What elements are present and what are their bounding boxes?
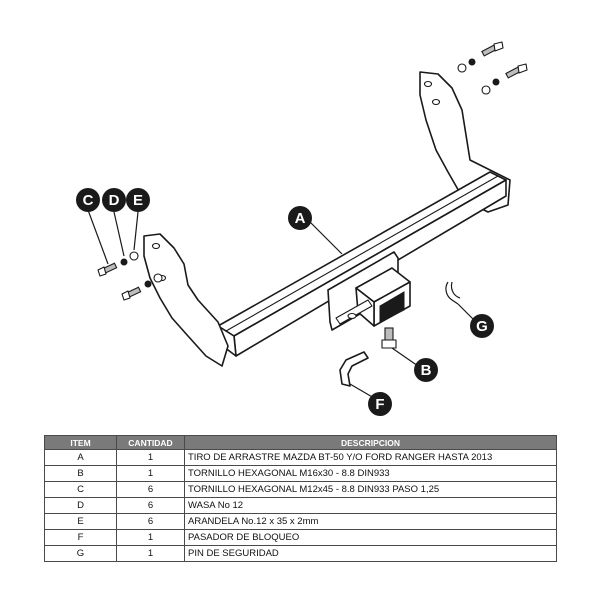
svg-text:E: E: [133, 192, 143, 209]
cell-cantidad: 6: [116, 513, 185, 530]
table-row: A 1 TIRO DE ARRASTRE MAZDA BT-50 Y/O FOR…: [44, 449, 557, 466]
cell-descripcion: PASADOR DE BLOQUEO: [184, 529, 557, 546]
svg-text:B: B: [421, 362, 432, 379]
svg-text:A: A: [295, 210, 306, 227]
svg-text:F: F: [375, 396, 384, 413]
callout-g: G: [470, 314, 494, 338]
table-header-row: ITEM CANTIDAD DESCRIPCION: [44, 435, 557, 450]
cell-descripcion: TIRO DE ARRASTRE MAZDA BT-50 Y/O FORD RA…: [184, 449, 557, 466]
cell-item: A: [44, 449, 117, 466]
cell-cantidad: 1: [116, 529, 185, 546]
main-crossbar: [217, 171, 507, 357]
callout-a: A: [288, 206, 312, 230]
table-row: F 1 PASADOR DE BLOQUEO: [44, 529, 557, 546]
left-fasteners: [97, 251, 163, 301]
cell-descripcion: TORNILLO HEXAGONAL M12x45 - 8.8 DIN933 P…: [184, 481, 557, 498]
cell-cantidad: 1: [116, 465, 185, 482]
top-right-fasteners: [457, 41, 528, 95]
callout-b: B: [414, 358, 438, 382]
cell-cantidad: 6: [116, 481, 185, 498]
header-descripcion: DESCRIPCION: [184, 435, 557, 450]
bolt-m16: [381, 327, 397, 349]
left-mounting-bracket: [143, 233, 229, 367]
cell-item: G: [44, 545, 117, 562]
header-cantidad: CANTIDAD: [116, 435, 185, 450]
svg-text:C: C: [83, 192, 94, 209]
parts-table: ITEM CANTIDAD DESCRIPCION A 1 TIRO DE AR…: [44, 435, 557, 562]
cell-item: D: [44, 497, 117, 514]
table-row: C 6 TORNILLO HEXAGONAL M12x45 - 8.8 DIN9…: [44, 481, 557, 498]
table-row: D 6 WASA No 12: [44, 497, 557, 514]
table-row: E 6 ARANDELA No.12 x 35 x 2mm: [44, 513, 557, 530]
cell-descripcion: TORNILLO HEXAGONAL M16x30 - 8.8 DIN933: [184, 465, 557, 482]
callout-c: C: [76, 188, 100, 212]
cell-cantidad: 1: [116, 449, 185, 466]
cell-descripcion: WASA No 12: [184, 497, 557, 514]
callout-f: F: [368, 392, 392, 416]
cell-cantidad: 1: [116, 545, 185, 562]
receiver-hitch: [327, 251, 411, 331]
callout-e: E: [126, 188, 150, 212]
safety-pin: [445, 281, 461, 305]
cell-descripcion: PIN DE SEGURIDAD: [184, 545, 557, 562]
table-row: G 1 PIN DE SEGURIDAD: [44, 545, 557, 562]
cell-descripcion: ARANDELA No.12 x 35 x 2mm: [184, 513, 557, 530]
svg-text:G: G: [476, 318, 488, 335]
cell-cantidad: 6: [116, 497, 185, 514]
cell-item: B: [44, 465, 117, 482]
table-row: B 1 TORNILLO HEXAGONAL M16x30 - 8.8 DIN9…: [44, 465, 557, 482]
cell-item: E: [44, 513, 117, 530]
header-item: ITEM: [44, 435, 117, 450]
svg-text:D: D: [109, 192, 120, 209]
cell-item: C: [44, 481, 117, 498]
callout-d: D: [102, 188, 126, 212]
cell-item: F: [44, 529, 117, 546]
exploded-parts-diagram: A B C D E F G: [76, 41, 528, 416]
lock-pin: [339, 351, 369, 387]
